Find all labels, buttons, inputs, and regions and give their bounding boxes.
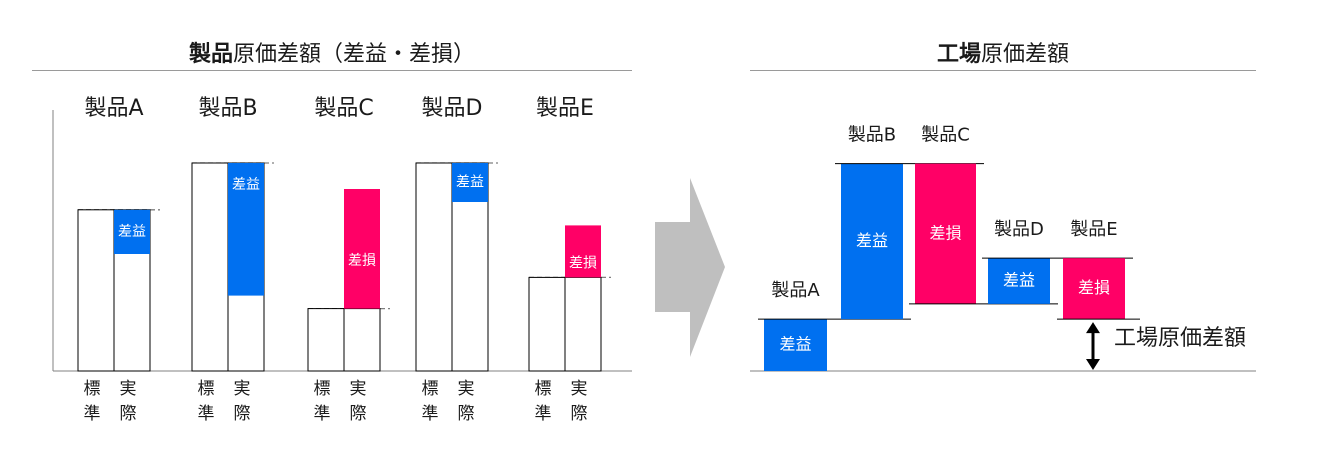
product-b-actual-char-1: 実: [234, 379, 251, 399]
product-c-actual-bar: [343, 308, 381, 372]
step-c-bar-label: 差損: [929, 223, 961, 242]
step-a-bar: [764, 319, 827, 371]
left-title-rule: [32, 70, 632, 71]
product-c-label: 製品C: [314, 96, 373, 121]
product-d-standard-char-1: 標: [422, 379, 439, 399]
left-title-bold: 製品: [188, 42, 233, 67]
product-e-standard-char-2: 準: [535, 404, 552, 424]
product-d-actual-char-1: 実: [458, 379, 475, 399]
step-e-bar-label: 差損: [1078, 278, 1110, 297]
product-e-standard-bar: [528, 276, 566, 372]
product-a-label: 製品A: [84, 96, 143, 121]
step-b-name: 製品B: [848, 125, 896, 146]
total-arrow-head-up: [1086, 322, 1100, 334]
product-a-actual-char-1: 実: [120, 379, 137, 399]
product-e-label: 製品E: [536, 96, 594, 121]
product-a-standard-bar: [77, 209, 115, 372]
product-c-variance-bar: [344, 189, 380, 309]
product-c-standard-char-2: 準: [314, 404, 331, 424]
right-title-bold: 工場: [936, 42, 981, 67]
product-b-standard-char-2: 準: [198, 404, 215, 424]
total-variance-label: 工場原価差額: [1114, 326, 1246, 351]
right-title-rule: [750, 70, 1256, 71]
product-d-label: 製品D: [422, 96, 483, 121]
right-title-rest: 原価差額: [981, 42, 1070, 67]
product-d-standard-bar: [415, 162, 453, 372]
product-d-actual-char-2: 際: [458, 404, 475, 424]
step-d-bar: [988, 258, 1050, 304]
product-e-variance-bar: [565, 225, 601, 278]
product-c-actual-char-1: 実: [350, 379, 367, 399]
product-b-standard-char-1: 標: [198, 379, 215, 399]
step-b-bar-label: 差益: [856, 231, 888, 250]
product-b-label: 製品B: [198, 96, 257, 121]
product-b-variance-bar: [228, 163, 264, 296]
step-c-name: 製品C: [921, 125, 970, 146]
left-panel-title: 製品原価差額（差益・差損）: [32, 36, 632, 68]
product-e-actual-char-2: 際: [571, 404, 588, 424]
right-panel-title: 工場原価差額: [750, 36, 1256, 68]
product-e-standard-char-1: 標: [535, 379, 552, 399]
transition-arrow: [655, 178, 725, 357]
total-arrow-head-down: [1086, 359, 1100, 370]
product-d-standard-char-2: 準: [422, 404, 439, 424]
step-b-bar: [841, 163, 903, 320]
step-a-name: 製品A: [771, 280, 820, 301]
product-c-variance-label: 差損: [348, 253, 376, 269]
product-c-standard-bar: [307, 308, 345, 372]
step-e-name: 製品E: [1070, 219, 1117, 240]
step-d-name: 製品D: [994, 219, 1044, 240]
step-a-bar-label: 差益: [779, 335, 811, 354]
product-a-variance-label: 差益: [118, 224, 146, 240]
product-b-actual-char-2: 際: [234, 404, 251, 424]
product-a-standard-char-2: 準: [84, 404, 101, 424]
product-b-variance-label: 差益: [232, 177, 260, 193]
product-a-actual-char-2: 際: [120, 404, 137, 424]
product-c-standard-char-1: 標: [314, 379, 331, 399]
step-d-bar-label: 差益: [1003, 271, 1035, 290]
product-e-actual-char-1: 実: [571, 379, 588, 399]
step-e-bar: [1063, 258, 1125, 320]
left-title-rest: 原価差額（差益・差損）: [233, 42, 476, 67]
product-b-standard-bar: [191, 162, 229, 372]
product-a-variance-bar: [114, 209, 150, 254]
product-e-actual-bar: [564, 276, 602, 372]
product-d-variance-label: 差益: [456, 175, 484, 191]
product-c-actual-char-2: 際: [350, 404, 367, 424]
product-e-variance-label: 差損: [569, 255, 597, 271]
product-d-variance-bar: [452, 163, 488, 202]
product-a-standard-char-1: 標: [84, 379, 101, 399]
step-c-bar: [915, 163, 976, 304]
